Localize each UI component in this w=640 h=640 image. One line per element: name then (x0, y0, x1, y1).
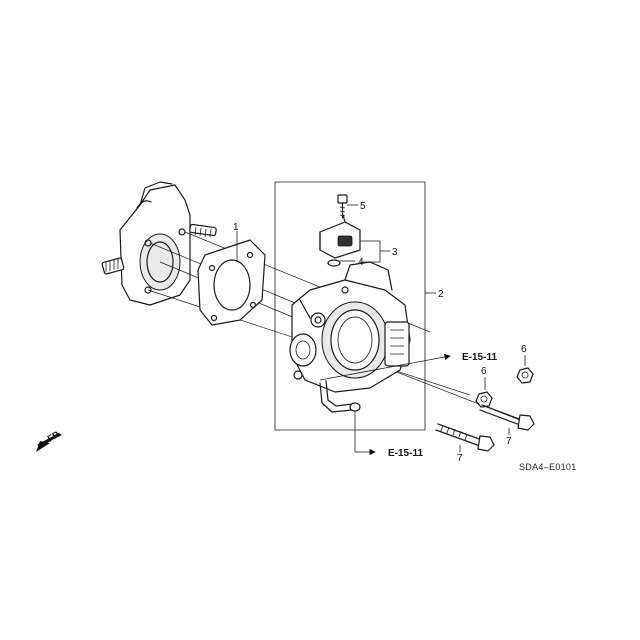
reference-label-upper[interactable]: E-15-11 (462, 352, 497, 363)
reference-label-lower[interactable]: E-15-11 (388, 448, 423, 459)
callout-6-nut-on-bolt: 6 (481, 366, 487, 377)
callout-7-bolt-upper: 7 (506, 436, 512, 447)
reference-arrows (319, 353, 451, 456)
gasket (197, 239, 266, 326)
throttle-position-sensor (319, 214, 361, 259)
bolt-lower (435, 423, 495, 452)
callout-2: 2 (438, 289, 444, 300)
callout-7-bolt-lower: 7 (457, 453, 463, 464)
bolt-upper (479, 404, 535, 431)
leader-lines (236, 204, 526, 452)
throttle-body (289, 261, 411, 413)
callout-1: 1 (233, 222, 239, 233)
nut-right (516, 367, 534, 384)
callout-6-nut-right: 6 (521, 344, 527, 355)
callout-4: 4 (358, 257, 364, 268)
assembly-boundary (274, 181, 426, 431)
front-direction-arrow (36, 432, 61, 452)
nut-on-bolt (475, 391, 493, 408)
diagram-code: SDA4–E0101 (519, 462, 577, 472)
callout-3: 3 (392, 247, 398, 258)
o-ring (327, 259, 341, 267)
callout-5: 5 (360, 201, 366, 212)
screw (337, 194, 348, 219)
front-direction-label: FR. (46, 428, 64, 444)
